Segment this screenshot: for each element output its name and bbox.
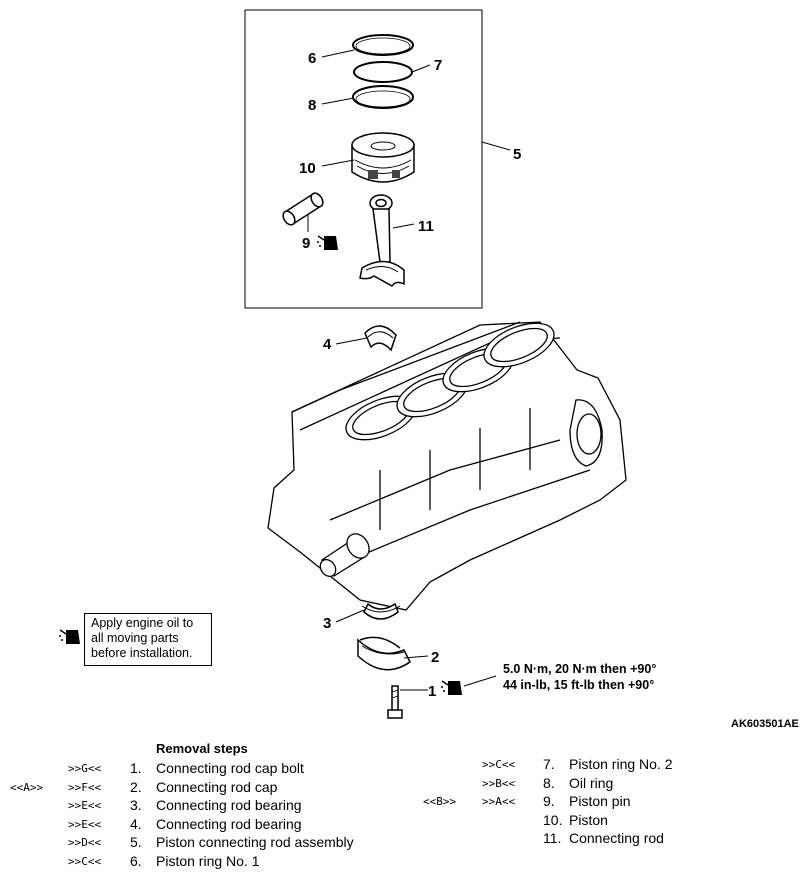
callout-3: 3 — [323, 615, 331, 632]
step-name: Connecting rod — [569, 830, 664, 847]
oil-note-line-2: all moving parts — [91, 631, 179, 645]
step-name: Connecting rod bearing — [156, 815, 302, 832]
oil-can-icon — [441, 680, 462, 695]
step-precaution-mark: <<B>> — [423, 795, 457, 809]
callout-1: 1 — [428, 683, 436, 700]
step-procedure-mark: >>D<< — [68, 836, 102, 850]
oil-note-line-1: Apply engine oil to — [91, 616, 194, 630]
callout-2: 2 — [431, 649, 439, 666]
connecting-rod-bearing-upper — [364, 325, 397, 352]
piston-ring-1 — [352, 34, 414, 56]
step-name: Piston — [569, 811, 608, 828]
removal-step-row: >>D<< 5. Piston connecting rod assembly — [0, 834, 807, 852]
step-procedure-mark: >>E<< — [68, 817, 102, 831]
step-name: Piston ring No. 2 — [569, 756, 673, 772]
step-procedure-mark: >>C<< — [482, 758, 516, 771]
torque-spec-line-2: 44 in-lb, 15 ft-lb then +90° — [503, 678, 655, 692]
step-number: 3. — [130, 797, 142, 814]
piston-ring-2 — [353, 61, 413, 83]
connecting-rod — [359, 194, 405, 287]
callout-8: 8 — [308, 97, 316, 114]
piston — [351, 132, 415, 183]
oil-can-icon — [59, 629, 80, 644]
step-name: Oil ring — [569, 774, 614, 791]
step-precaution-mark: <<A>> — [10, 780, 44, 794]
figure-id: AK603501AE — [731, 718, 799, 730]
step-name: Connecting rod cap — [156, 778, 278, 795]
removal-step-row: 10. Piston — [0, 812, 807, 830]
step-number: 1. — [130, 760, 142, 776]
exploded-view-diagram: 6 7 8 5 10 11 9 4 3 2 1 — [59, 9, 627, 719]
leader-lines — [307, 49, 431, 691]
step-number: 6. — [130, 853, 142, 869]
removal-steps-title: Removal steps — [156, 741, 248, 756]
step-name: Piston connecting rod assembly — [156, 834, 354, 851]
removal-step-row: 11. Connecting rod — [0, 830, 807, 848]
connecting-rod-cap — [357, 636, 411, 671]
connecting-rod-bearing-lower — [361, 602, 401, 620]
callout-11: 11 — [418, 218, 434, 235]
connecting-rod-cap-bolt — [387, 685, 403, 719]
removal-step-row: >>G<< 1. Connecting rod cap bolt — [0, 760, 807, 778]
callout-9: 9 — [302, 235, 310, 252]
removal-step-row: <<A>> >>F<< 2. Connecting rod cap — [0, 779, 807, 797]
step-name: Piston pin — [569, 793, 631, 810]
oil-note-line-3: before installation. — [91, 646, 193, 660]
cylinder-block — [267, 321, 627, 611]
removal-step-row: >>C<< 6. Piston ring No. 1 — [0, 853, 807, 871]
step-number: 10. — [543, 811, 563, 828]
step-name: Piston ring No. 1 — [156, 853, 260, 869]
step-procedure-mark: >>B<< — [482, 776, 516, 790]
step-procedure-mark: >>C<< — [68, 855, 102, 868]
removal-step-row: <<B>> >>A<< 9. Piston pin — [0, 793, 807, 811]
removal-step-row: >>E<< 4. Connecting rod bearing — [0, 816, 807, 834]
callout-4: 4 — [323, 336, 332, 353]
callout-5: 5 — [513, 146, 521, 163]
step-procedure-mark: >>F<< — [68, 780, 102, 794]
step-name: Connecting rod bearing — [156, 797, 302, 814]
callout-10: 10 — [299, 160, 316, 177]
oil-can-icon — [317, 235, 338, 250]
oil-ring — [352, 85, 414, 109]
torque-spec-line-1: 5.0 N·m, 20 N·m then +90° — [503, 662, 657, 676]
step-number: 11. — [543, 830, 562, 847]
removal-step-row: >>B<< 8. Oil ring — [0, 775, 807, 793]
step-number: 4. — [130, 815, 142, 832]
callout-7: 7 — [434, 57, 442, 74]
step-procedure-mark: >>E<< — [68, 799, 102, 813]
step-number: 8. — [543, 774, 555, 791]
removal-step-row: >>E<< 3. Connecting rod bearing — [0, 797, 807, 815]
step-name: Connecting rod cap bolt — [156, 760, 304, 776]
step-procedure-mark: >>G<< — [68, 762, 102, 775]
step-number: 9. — [543, 793, 555, 810]
step-number: 2. — [130, 778, 142, 795]
step-procedure-mark: >>A<< — [482, 795, 516, 809]
torque-spec: 5.0 N·m, 20 N·m then +90° 44 in-lb, 15 f… — [503, 661, 656, 693]
oil-note: Apply engine oil to all moving parts bef… — [84, 613, 212, 666]
assembly-frame — [244, 9, 483, 309]
piston-pin — [282, 192, 324, 226]
step-number: 7. — [543, 756, 555, 772]
callout-6: 6 — [308, 50, 316, 67]
step-number: 5. — [130, 834, 142, 851]
removal-step-row: >>C<< 7. Piston ring No. 2 — [0, 756, 807, 774]
